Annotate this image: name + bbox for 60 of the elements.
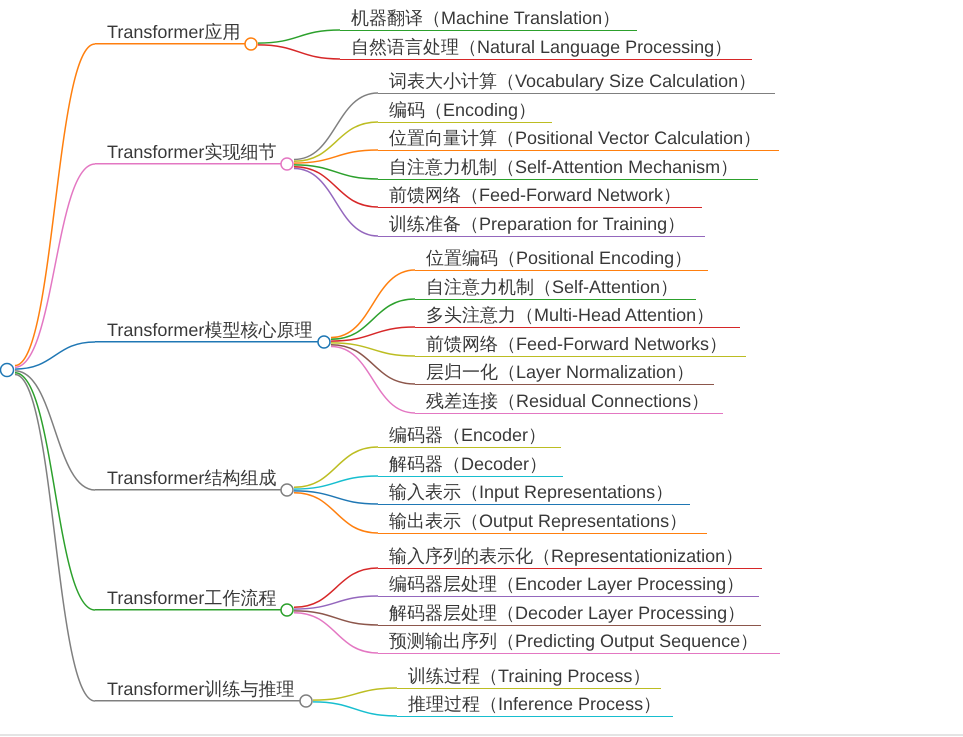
leaf-topic: 机器翻译（Machine Translation）	[340, 7, 637, 31]
connector-line	[330, 269, 416, 338]
connector-line	[330, 342, 416, 357]
connector-line	[294, 164, 378, 180]
topic-label: Transformer结构组成	[107, 467, 276, 489]
connector-line	[294, 149, 378, 164]
connector-line	[294, 610, 378, 626]
leaf-topic: 前馈网络（Feed-Forward Networks）	[415, 333, 746, 357]
leaf-topic: 解码器层处理（Decoder Layer Processing）	[378, 602, 761, 626]
connector-line	[14, 374, 96, 702]
topic-label: Transformer训练与推理	[107, 678, 294, 700]
connector-line	[294, 166, 378, 208]
leaf-topic: 自注意力机制（Self-Attention Mechanism）	[378, 156, 758, 180]
connector-line	[294, 475, 378, 490]
leaf-topic: 残差连接（Residual Connections）	[415, 390, 723, 414]
leaf-topic: 自然语言处理（Natural Language Processing）	[340, 36, 752, 60]
leaf-topic: 位置向量计算（Positional Vector Calculation）	[378, 127, 779, 151]
connector-line	[330, 298, 416, 340]
connector-line	[14, 372, 96, 611]
leaf-topic: 推理过程（Inference Process）	[397, 693, 673, 717]
leaf-topic: 训练过程（Training Process）	[397, 665, 661, 689]
leaf-topic: 编码器层处理（Encoder Layer Processing）	[378, 573, 759, 597]
connector-line	[14, 370, 96, 491]
leaf-topic: 编码（Encoding）	[378, 99, 552, 123]
connector-line	[294, 92, 378, 160]
leaf-topic: 自注意力机制（Self-Attention）	[415, 276, 696, 300]
connector-line	[294, 567, 378, 608]
leaf-topic: 输入表示（Input Representations）	[378, 481, 690, 505]
leaf-topic: 训练准备（Preparation for Training）	[378, 213, 705, 237]
connector-line	[330, 326, 416, 342]
connector-line	[294, 446, 378, 488]
leaf-topic: 解码器（Decoder）	[378, 453, 563, 477]
connector-line	[312, 701, 398, 717]
leaf-topic: 预测输出序列（Predicting Output Sequence）	[378, 630, 780, 654]
topic-label: Transformer应用	[107, 21, 240, 43]
connector-line	[294, 595, 378, 610]
connector-line	[14, 341, 96, 370]
connector-line	[294, 490, 378, 505]
leaf-topic: 编码器（Encoder）	[378, 424, 561, 448]
connector-line	[294, 168, 378, 237]
topic-label: Transformer模型核心原理	[107, 319, 312, 341]
leaf-topic: 前馈网络（Feed-Forward Network）	[378, 184, 702, 208]
leaf-topic: 词表大小计算（Vocabulary Size Calculation）	[378, 70, 775, 94]
leaf-topic: 层归一化（Layer Normalization）	[415, 361, 714, 385]
leaf-topic: 多头注意力（Multi-Head Attention）	[415, 304, 740, 328]
topic-label: Transformer工作流程	[107, 587, 276, 609]
leaf-topic: 输入序列的表示化（Representationization）	[378, 545, 762, 569]
connector-line	[14, 163, 96, 368]
topic-label: Transformer实现细节	[107, 141, 276, 163]
connector-line	[258, 44, 340, 60]
leaf-topic: 输出表示（Output Representations）	[378, 510, 707, 534]
leaf-topic: 位置编码（Positional Encoding）	[415, 247, 708, 271]
connector-line	[14, 43, 96, 366]
connector-line	[330, 344, 416, 385]
connector-line	[294, 121, 378, 162]
connector-line	[330, 346, 416, 414]
connector-line	[258, 29, 340, 44]
connector-line	[312, 687, 398, 701]
connector-line	[294, 612, 378, 654]
connector-line	[294, 492, 378, 534]
